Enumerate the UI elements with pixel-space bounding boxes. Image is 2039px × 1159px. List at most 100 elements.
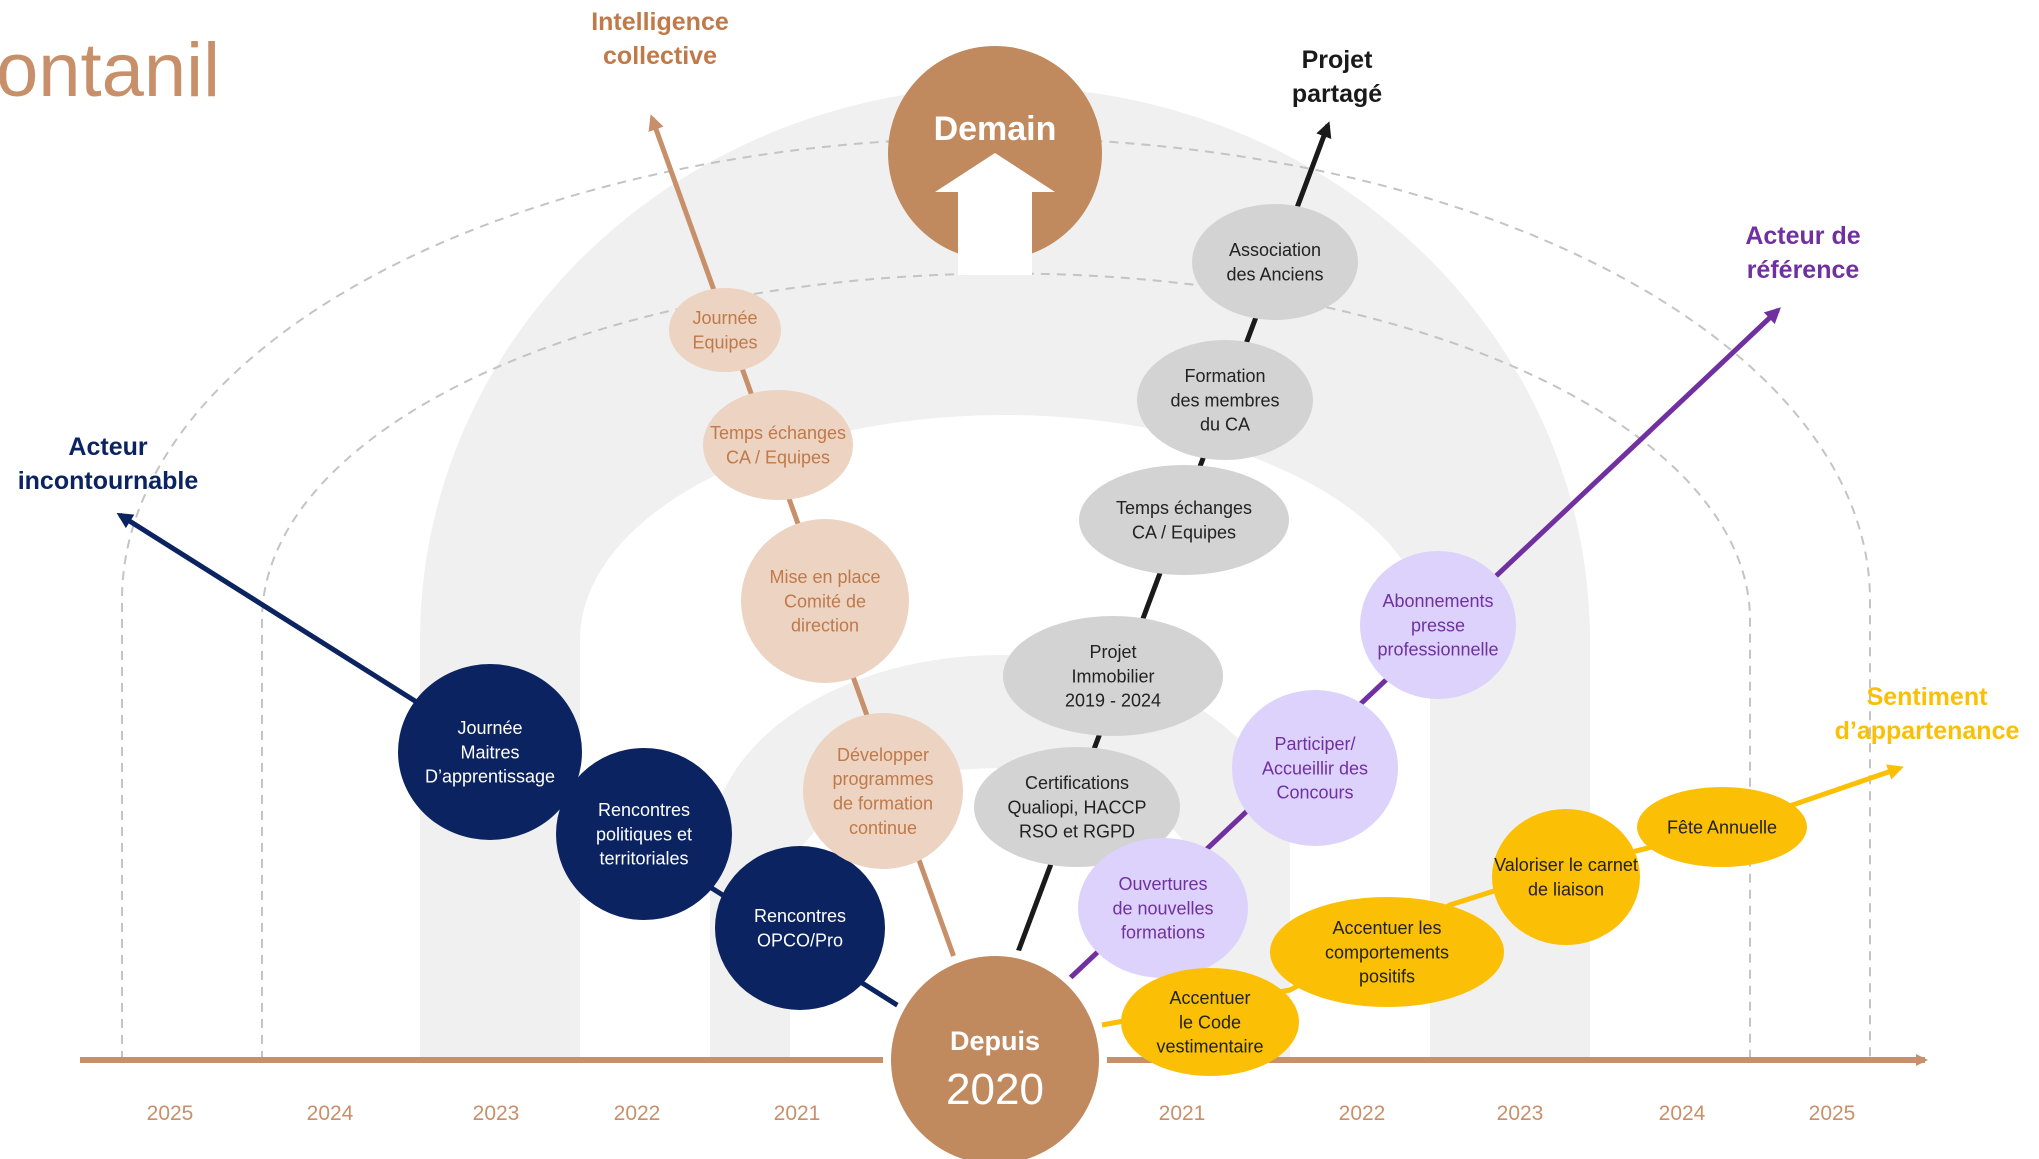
navy-milestone-bubble: Rencontres politiques et territoriales — [556, 748, 732, 920]
page-title-fragment: ontanil — [0, 28, 220, 113]
bubble-label-line: de liaison — [1528, 879, 1604, 899]
bubble-label-line: politiques et — [596, 824, 692, 844]
purple-bubble-shape — [1360, 551, 1516, 699]
tan-bubble-shape — [741, 519, 909, 683]
bubble-label-line: Comité de — [784, 591, 866, 611]
year-label: 2025 — [147, 1102, 194, 1125]
bubble-label-line: Ouvertures — [1118, 874, 1207, 894]
gold-bubble-shape — [1121, 968, 1299, 1076]
demain-label: Demain — [934, 110, 1057, 148]
navy-bubble-shape — [398, 664, 582, 840]
goal-labels: Acteur incontournable Intelligence collecti… — [18, 8, 2020, 745]
gold-bubble-shape — [1492, 809, 1640, 945]
black-bubble-shape — [1137, 340, 1313, 460]
bubble-label-line: Participer/ — [1274, 734, 1355, 754]
year-label: 2021 — [1159, 1102, 1206, 1125]
depuis-circle: Depuis 2020 — [883, 948, 1107, 1159]
gold-goal-label: d’appartenance — [1835, 717, 2020, 745]
bubble-label-line: OPCO/Pro — [757, 930, 843, 950]
black-bubble-shape — [1079, 465, 1289, 575]
year-label: 2024 — [307, 1102, 354, 1125]
purple-bubble-shape — [1078, 838, 1248, 978]
bubble-label-line: Maitres — [460, 742, 519, 762]
bubble-label-line: Accentuer les — [1332, 918, 1441, 938]
year-label: 2023 — [1497, 1102, 1544, 1125]
year-label: 2025 — [1809, 1102, 1856, 1125]
navy-goal-label: incontournable — [18, 467, 199, 495]
bubble-label-line: Accentuer — [1169, 988, 1250, 1008]
bubble-label-line: territoriales — [599, 849, 688, 869]
bubble-label-line: Certifications — [1025, 773, 1129, 793]
gold-bubble-shape — [1637, 787, 1807, 867]
bubble-label-line: positifs — [1359, 967, 1415, 987]
purple-goal-label: Acteur de — [1745, 222, 1860, 250]
bubble-label-line: 2019 - 2024 — [1065, 691, 1161, 711]
bubble-label-line: Qualiopi, HACCP — [1007, 797, 1146, 817]
navy-bubble-shape — [556, 748, 732, 920]
tan-goal-label: collective — [603, 42, 717, 70]
bubble-label-line: RSO et RGPD — [1019, 822, 1135, 842]
bubble-label-line: des membres — [1170, 390, 1279, 410]
bubble-label-line: formations — [1121, 923, 1205, 943]
depuis-label: Depuis — [950, 1026, 1040, 1056]
black-bubble-shape — [974, 747, 1180, 867]
year-label: 2021 — [774, 1102, 821, 1125]
bubble-label-line: D’apprentissage — [425, 767, 555, 787]
black-bubble-shape — [1192, 204, 1358, 320]
navy-goal-label: Acteur — [68, 433, 147, 461]
black-goal-label: partagé — [1292, 80, 1382, 108]
bubble-label-line: comportements — [1325, 942, 1449, 962]
bubble-label-line: Association — [1229, 240, 1321, 260]
tan-bubble-shape — [669, 288, 781, 372]
year-label: 2023 — [473, 1102, 520, 1125]
purple-bubble-shape — [1232, 690, 1398, 846]
bubble-label-line: du CA — [1200, 415, 1250, 435]
black-milestone-bubble: Association des Anciens — [1192, 204, 1358, 320]
bubble-label-line: Rencontres — [754, 906, 846, 926]
black-goal-label: Projet — [1302, 46, 1374, 74]
bubble-label-line: Temps échanges — [710, 423, 846, 443]
bubble-label-line: Fête Annuelle — [1667, 817, 1777, 837]
bubble-label-line: CA / Equipes — [1132, 522, 1236, 542]
axis-year-labels: 2025 2024 2023 2022 2021 2021 2022 2023 … — [147, 1102, 1856, 1125]
bubble-label-line: Journée — [692, 308, 757, 328]
tan-bubble-shape — [703, 390, 853, 500]
tan-goal-label: Intelligence — [591, 8, 729, 36]
bubble-label-line: Projet — [1089, 642, 1136, 662]
bubble-label-line: programmes — [832, 769, 933, 789]
bubble-label-line: Abonnements — [1382, 591, 1493, 611]
gold-bubble-shape — [1270, 897, 1504, 1007]
black-milestone-bubble: Temps échanges CA / Equipes — [1079, 465, 1289, 575]
bubble-label-line: Rencontres — [598, 800, 690, 820]
bubble-label-line: des Anciens — [1226, 264, 1323, 284]
bubble-label-line: Valoriser le carnet — [1494, 855, 1638, 875]
tan-bubble-shape — [803, 713, 963, 869]
bubble-label-line: Formation — [1184, 366, 1265, 386]
navy-bubble-shape — [715, 846, 885, 1010]
bubble-label-line: Concours — [1276, 783, 1353, 803]
bubble-label-line: Journée — [457, 718, 522, 738]
black-bubble-shape — [1003, 616, 1223, 736]
since-year: 2020 — [946, 1065, 1044, 1114]
dashed-arcs — [121, 136, 1871, 1060]
bubble-label-line: le Code — [1179, 1012, 1241, 1032]
bubble-label-line: Mise en place — [769, 567, 880, 587]
bubble-label-line: Temps échanges — [1116, 498, 1252, 518]
year-label: 2022 — [1339, 1102, 1386, 1125]
up-arrow-icon — [935, 153, 1055, 275]
bubble-label-line: professionnelle — [1377, 640, 1498, 660]
